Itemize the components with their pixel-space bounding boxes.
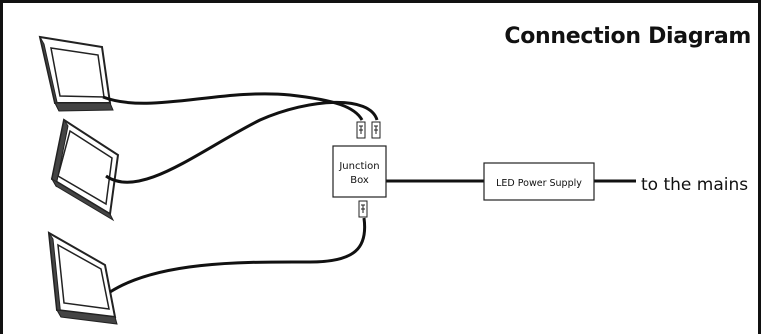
connector-top-left <box>356 121 366 139</box>
connectors <box>356 121 381 218</box>
junction-box-label-line1: Junction <box>339 161 380 172</box>
diagram-title: Connection Diagram <box>504 24 751 49</box>
cable-panel-2 <box>105 100 379 184</box>
cable-panel-3 <box>109 217 367 294</box>
cable-panel-1 <box>102 92 364 121</box>
power-supply-label: LED Power Supply <box>496 178 582 189</box>
connector-bottom <box>358 200 368 218</box>
mains-label: to the mains <box>641 175 749 195</box>
junction-box-label-line2: Box <box>350 175 369 186</box>
led-power-supply-box <box>483 162 595 201</box>
cables <box>102 92 636 294</box>
led-panel-1 <box>38 35 114 112</box>
led-panel-3 <box>47 231 118 325</box>
junction-box <box>332 145 387 198</box>
junction-box-label: Junction Box <box>333 160 386 188</box>
connector-top-right <box>371 121 381 139</box>
led-panel-2 <box>50 118 120 222</box>
